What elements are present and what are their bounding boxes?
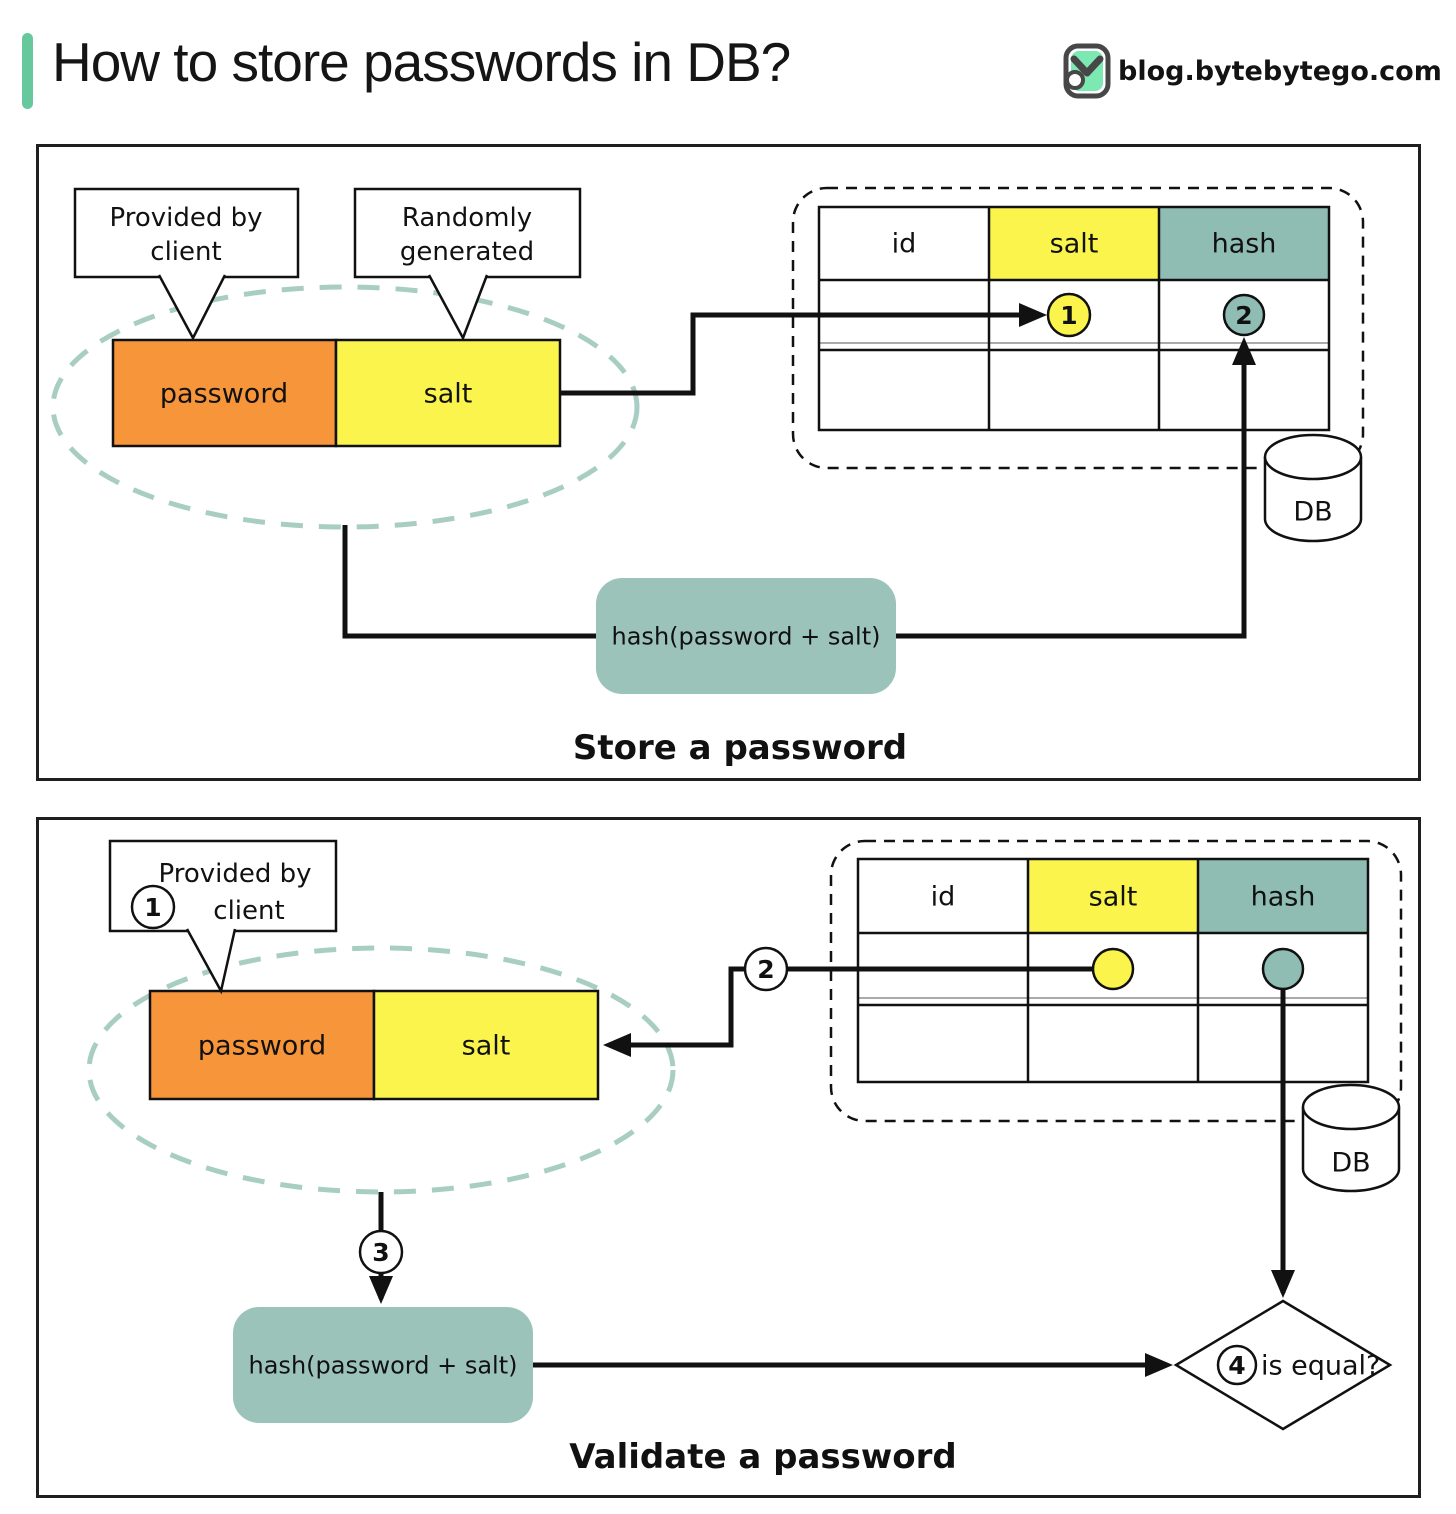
svg-text:client: client (213, 896, 284, 926)
marker-step-4 (1216, 1344, 1258, 1386)
marker-stored-salt: 1 (1046, 292, 1092, 338)
title-accent-bar (22, 33, 33, 109)
svg-text:Provided by: Provided by (158, 859, 311, 889)
svg-text:Randomly: Randomly (402, 203, 532, 233)
site-logo-text: blog.bytebytego.com (1118, 55, 1442, 87)
connector-salt-to-table (560, 312, 1023, 396)
arrowhead-hash-store (1232, 337, 1256, 365)
hash-function-box (233, 1307, 533, 1423)
col-header-id: id (931, 881, 956, 912)
col-header-hash: hash (1251, 881, 1316, 912)
store-password-panel: id salt hash DB password salt hash(passw… (36, 144, 1421, 781)
svg-text:1: 1 (1060, 301, 1077, 330)
svg-text:4: 4 (1228, 1351, 1245, 1380)
salt-box (372, 989, 600, 1101)
col-header-hash: hash (1212, 228, 1277, 259)
connector-hash-to-table (896, 361, 1247, 639)
arrowhead-fetch-salt (603, 1033, 631, 1057)
callout-randomly-generated: Randomly generated (353, 187, 582, 341)
stored-salt-dot (1091, 947, 1135, 991)
svg-text:1: 1 (144, 893, 161, 922)
client-data-ellipse (86, 945, 676, 1195)
client-data-ellipse (50, 284, 640, 530)
callout-tail (157, 274, 227, 341)
arrowhead-dbhash (1271, 1270, 1295, 1298)
arrowhead-to-diamond (1145, 1353, 1173, 1377)
svg-text:3: 3 (372, 1238, 389, 1267)
password-label: password (198, 1030, 326, 1061)
connector-fetch-salt (603, 966, 1093, 1057)
stored-hash-dot (1261, 947, 1305, 991)
col-header-id: id (892, 228, 917, 259)
db-boundary-dashed (829, 839, 1403, 1123)
validate-password-panel: id salt hash DB password salt hash(passw… (36, 817, 1421, 1498)
db-label: DB (1293, 496, 1332, 527)
col-header-salt: salt (1050, 228, 1099, 259)
col-header-salt: salt (1089, 881, 1138, 912)
connector-client-to-hash (342, 525, 596, 639)
marker-step-1 (130, 884, 176, 930)
panel-caption: Validate a password (569, 1437, 957, 1477)
hash-function-label: hash(password + salt) (249, 1351, 518, 1379)
callout-tail (185, 928, 237, 995)
bytebytego-logo-icon (1063, 43, 1111, 99)
password-box (148, 989, 376, 1101)
db-cylinder: DB (1263, 433, 1363, 543)
callout-tail (427, 274, 489, 341)
hash-header-cell (1198, 859, 1368, 933)
arrowhead-salt-store (1019, 303, 1047, 327)
marker-step-2: 2 (743, 946, 789, 992)
db-label: DB (1331, 1147, 1370, 1178)
is-equal-diamond: 4 is equal? (1173, 1299, 1393, 1431)
validate-password-diagram: id salt hash DB password salt hash(passw… (86, 839, 1403, 1477)
password-label: password (160, 378, 288, 409)
marker-stored-hash: 2 (1222, 293, 1266, 337)
site-logo: blog.bytebytego.com (1062, 43, 1442, 99)
page-title: How to store passwords in DB? (52, 31, 791, 93)
callout-provided-by-client: Provided by client 1 (108, 839, 338, 995)
salt-label: salt (424, 378, 473, 409)
arrowhead-to-hash (369, 1276, 393, 1304)
svg-text:client: client (150, 237, 221, 267)
salt-label: salt (462, 1030, 511, 1061)
svg-text:generated: generated (400, 237, 534, 267)
is-equal-label: is equal? (1261, 1350, 1380, 1381)
callout-provided-by-client: Provided by client (73, 187, 300, 341)
connector-client-to-hash (369, 1192, 393, 1304)
connector-dbhash-to-diamond (1271, 989, 1295, 1298)
connector-hash-to-diamond (533, 1353, 1173, 1377)
hash-function-box (596, 578, 896, 694)
panel-caption: Store a password (573, 728, 907, 768)
hash-function-label: hash(password + salt) (612, 622, 881, 650)
store-password-diagram: id salt hash DB password salt hash(passw… (50, 186, 1365, 768)
salt-header-cell (1028, 859, 1198, 933)
db-boundary-dashed (791, 186, 1365, 470)
db-cylinder: DB (1301, 1083, 1401, 1193)
hash-header-cell (1159, 207, 1329, 280)
svg-text:Provided by: Provided by (109, 203, 262, 233)
marker-step-3: 3 (358, 1229, 404, 1275)
svg-text:2: 2 (1235, 301, 1252, 330)
svg-text:2: 2 (757, 955, 774, 984)
salt-header-cell (989, 207, 1159, 280)
